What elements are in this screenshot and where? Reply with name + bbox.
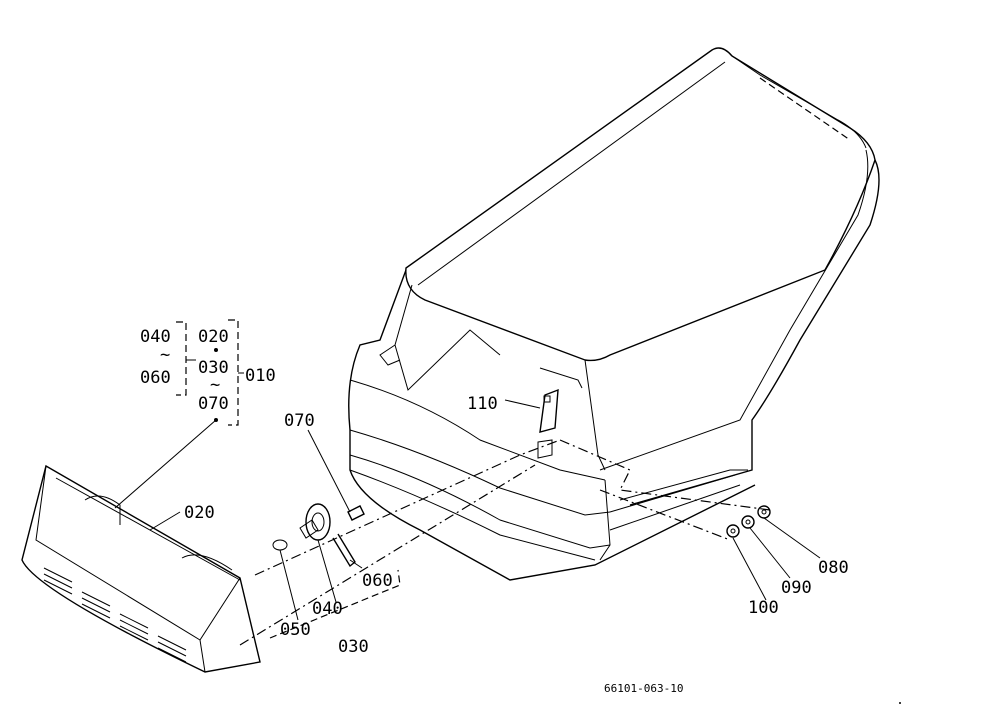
hood-lower-right-2 bbox=[609, 484, 741, 531]
callout-110: 110 bbox=[467, 394, 498, 414]
centerline-lamp bbox=[254, 439, 561, 576]
hood-band-3 bbox=[349, 454, 611, 549]
callout-labels: 040 ~ 060 020 030 010 ~ 070 070 020 110 … bbox=[140, 327, 849, 657]
leader-lines bbox=[114, 319, 821, 646]
callout-020-b: 020 bbox=[184, 503, 215, 523]
leader-020-lower bbox=[149, 511, 181, 531]
hood-top-panel bbox=[405, 47, 876, 362]
washer-080 bbox=[757, 505, 771, 519]
leader-020-upper bbox=[114, 419, 217, 509]
hood-opening-left bbox=[394, 284, 501, 391]
hood-front-edge bbox=[599, 479, 611, 561]
range-tilde-2: ~ bbox=[210, 375, 220, 395]
leader-080 bbox=[763, 517, 821, 559]
hood-right-inner bbox=[599, 149, 869, 471]
hood-front-outline bbox=[348, 269, 756, 581]
leader-040 bbox=[317, 539, 337, 603]
front-grille-020 bbox=[21, 464, 261, 673]
leader-090 bbox=[749, 527, 791, 579]
leader-110 bbox=[504, 399, 541, 409]
dot-marker-2 bbox=[214, 418, 218, 422]
washer-set bbox=[726, 505, 771, 538]
washer-100 bbox=[726, 524, 740, 538]
lamp-bulb-050 bbox=[299, 519, 319, 539]
callout-030-a: 030 bbox=[198, 358, 229, 378]
lamp-screw-070 bbox=[347, 505, 365, 521]
hood-top-crease bbox=[759, 77, 851, 141]
hood-top-rim bbox=[731, 55, 867, 149]
callout-010: 010 bbox=[245, 366, 276, 386]
grille-top-rim bbox=[55, 477, 241, 581]
leader-060 bbox=[349, 559, 363, 569]
hood-assembly bbox=[348, 47, 880, 581]
callout-050: 050 bbox=[280, 620, 311, 640]
corner-mark bbox=[899, 702, 901, 704]
lamp-wire-060 bbox=[332, 533, 356, 568]
hood-bracket-right bbox=[539, 367, 583, 389]
callout-090: 090 bbox=[781, 578, 812, 598]
hood-band-2 bbox=[349, 429, 611, 516]
hood-bracket-left bbox=[379, 344, 401, 366]
callout-070-a: 070 bbox=[198, 394, 229, 414]
hood-lower-right-3 bbox=[619, 469, 748, 501]
latch-bracket bbox=[537, 439, 553, 459]
callout-020-a: 020 bbox=[198, 327, 229, 347]
callout-100: 100 bbox=[748, 598, 779, 618]
centerline-lower bbox=[239, 464, 536, 646]
grille-vents bbox=[43, 567, 187, 663]
hood-right-side bbox=[629, 159, 880, 506]
latch-plate-110 bbox=[539, 388, 559, 433]
leader-070 bbox=[307, 429, 351, 513]
hood-opening-right bbox=[584, 359, 606, 471]
lamp-assembly bbox=[272, 503, 365, 568]
grille-outline bbox=[21, 464, 261, 673]
callout-080: 080 bbox=[818, 558, 849, 578]
leader-100 bbox=[732, 537, 767, 601]
headlight-left bbox=[84, 495, 121, 525]
bracket-030 bbox=[269, 569, 401, 639]
hood-band-1 bbox=[349, 379, 606, 481]
washer-090 bbox=[741, 515, 755, 529]
callout-030-b: 030 bbox=[338, 637, 369, 657]
range-tilde-1: ~ bbox=[160, 345, 170, 365]
dot-marker-1 bbox=[214, 348, 218, 352]
drawing-number: 66101-063-10 bbox=[604, 682, 683, 695]
callout-060-a: 060 bbox=[140, 368, 171, 388]
centerline-washer bbox=[599, 489, 731, 541]
hood-lower-right-1 bbox=[609, 474, 736, 513]
leader-050 bbox=[279, 549, 299, 621]
grille-face bbox=[35, 465, 241, 641]
lamp-bulb-tip bbox=[272, 539, 288, 551]
headlight-right bbox=[181, 554, 233, 571]
hood-band-4 bbox=[349, 469, 596, 561]
callout-060-b: 060 bbox=[362, 571, 393, 591]
latch-plate-hole bbox=[543, 395, 551, 403]
bracket-040-060 bbox=[176, 321, 187, 396]
hood-top-edge-line bbox=[417, 61, 726, 286]
centerline-latch bbox=[559, 439, 771, 511]
bracket-020-070 bbox=[228, 319, 239, 426]
callout-040-a: 040 bbox=[140, 327, 171, 347]
callout-040-b: 040 bbox=[312, 599, 343, 619]
callout-070-b: 070 bbox=[284, 411, 315, 431]
grille-corner bbox=[199, 639, 206, 673]
lamp-socket-inner bbox=[311, 512, 325, 532]
